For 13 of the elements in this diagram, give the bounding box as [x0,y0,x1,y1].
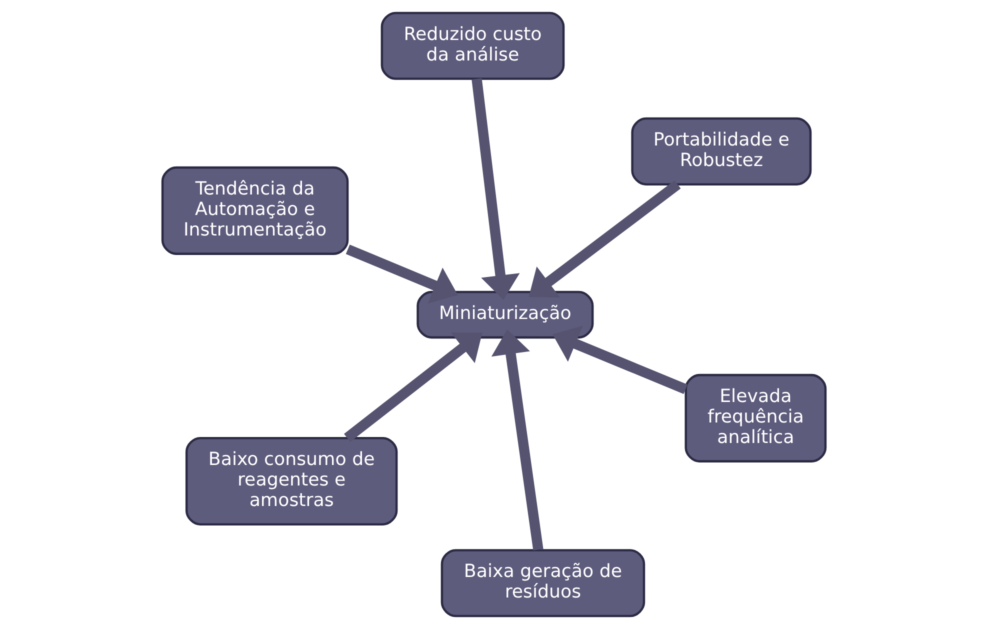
node-box: Baixo consumo de reagentes e amostras [185,436,398,526]
node-box: Reduzido custo da análise [380,12,565,80]
arrow [472,78,520,300]
arrow [528,180,681,298]
arrow [346,244,458,304]
node-box: Elevada frequência analítica [684,374,827,462]
node-box: Miniaturização [416,290,594,339]
node-box: Tendência da Automação e Instrumentação [161,166,349,255]
arrow [344,332,482,442]
arrow [491,329,544,550]
node-box: Portabilidade e Robustez [631,117,812,186]
node-box: Baixa geração de resíduos [440,549,646,618]
arrow [552,326,688,394]
